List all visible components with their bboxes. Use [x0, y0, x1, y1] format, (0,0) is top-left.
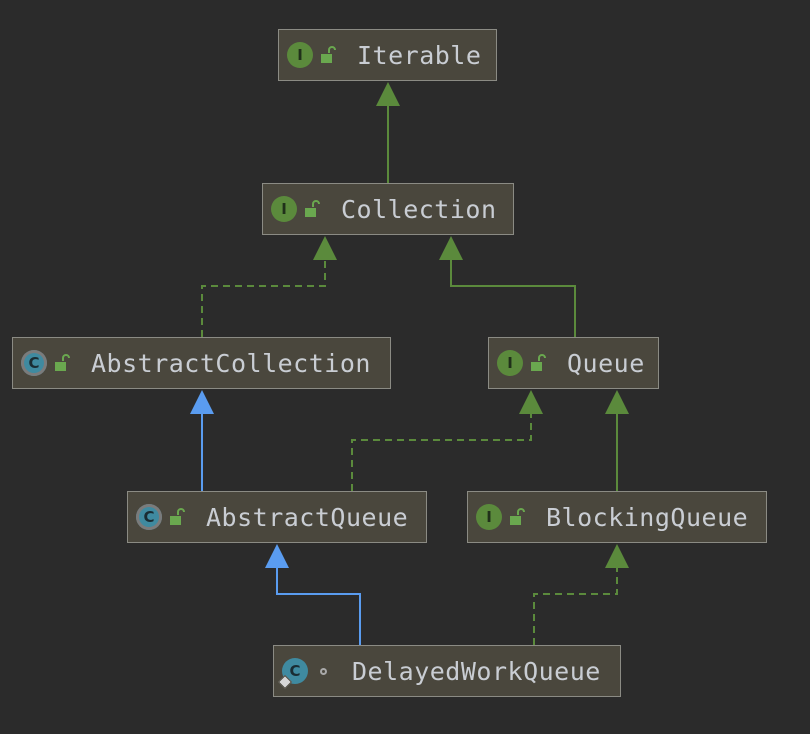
node-label: AbstractQueue [206, 502, 409, 532]
arrowhead-abstractcollection [190, 390, 214, 414]
arrowhead-collection-left [313, 236, 337, 260]
node-collection[interactable]: I Collection [262, 183, 514, 235]
edge-queue-collection [450, 260, 576, 337]
edge-delayedworkqueue-blockingqueue [533, 568, 618, 645]
arrowhead-collection-right [439, 236, 463, 260]
class-icon: C [277, 658, 308, 690]
abstract-class-icon: C [21, 350, 47, 376]
public-lock-icon [529, 353, 547, 373]
package-private-icon [314, 661, 332, 681]
node-queue[interactable]: I Queue [488, 337, 659, 389]
public-lock-icon [508, 507, 526, 527]
node-label: Iterable [357, 40, 482, 70]
interface-icon: I [476, 504, 502, 530]
public-lock-icon [168, 507, 186, 527]
edge-delayedworkqueue-abstractqueue [276, 568, 361, 645]
abstract-class-icon: C [136, 504, 162, 530]
class-letter: C [289, 662, 301, 680]
node-label: BlockingQueue [546, 502, 749, 532]
arrowhead-iterable [376, 82, 400, 106]
node-abstract-collection[interactable]: C AbstractCollection [12, 337, 391, 389]
node-delayed-work-queue[interactable]: C DelayedWorkQueue [273, 645, 621, 697]
public-lock-icon [319, 45, 337, 65]
node-iterable[interactable]: I Iterable [278, 29, 497, 81]
node-label: Collection [341, 194, 497, 224]
node-label: DelayedWorkQueue [352, 656, 601, 686]
public-lock-icon [53, 353, 71, 373]
interface-icon: I [287, 42, 313, 68]
interface-icon: I [271, 196, 297, 222]
arrowhead-queue-left [519, 390, 543, 414]
node-abstract-queue[interactable]: C AbstractQueue [127, 491, 427, 543]
public-lock-icon [303, 199, 321, 219]
node-label: Queue [567, 348, 645, 378]
interface-icon: I [497, 350, 523, 376]
arrowhead-queue-right [605, 390, 629, 414]
edge-abstractqueue-queue [351, 414, 532, 491]
node-blocking-queue[interactable]: I BlockingQueue [467, 491, 767, 543]
arrowhead-abstractqueue [265, 544, 289, 568]
node-label: AbstractCollection [91, 348, 371, 378]
arrowhead-blockingqueue [605, 544, 629, 568]
edge-abstractcollection-collection [201, 260, 326, 337]
